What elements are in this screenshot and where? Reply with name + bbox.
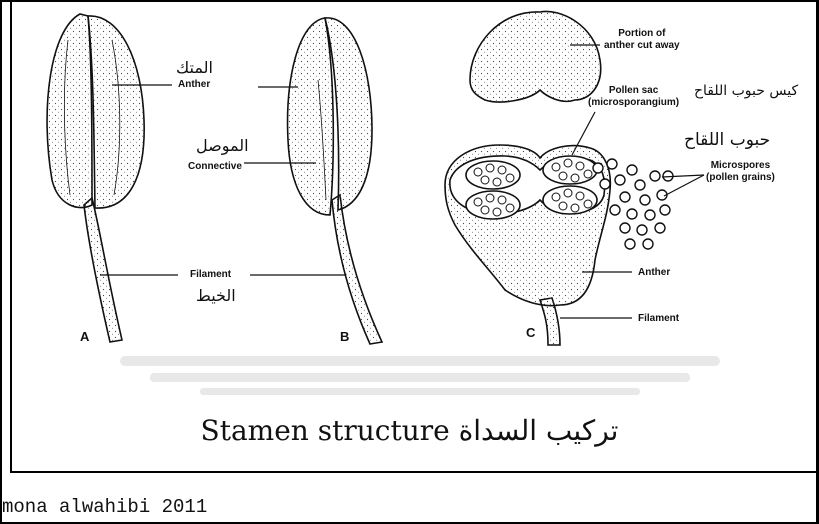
anther-label: Anther	[178, 80, 210, 90]
stamen-b-drawing	[288, 18, 382, 344]
figure-letter-b: B	[340, 330, 349, 343]
caption: Stamen structure تركيب السداة	[0, 414, 819, 447]
stamen-a-drawing	[47, 14, 144, 342]
pollen-sac-label: Pollen sac (microsporangium)	[588, 85, 679, 109]
anther-portion-drawing	[470, 11, 601, 102]
anther-label-c: Anther	[638, 268, 670, 278]
microspores-label: Microspores (pollen grains)	[706, 160, 775, 184]
connective-label-ar: الموصل	[196, 138, 249, 154]
figure-letter-c: C	[526, 326, 535, 339]
faded-legend-area	[120, 356, 720, 395]
anther-label-ar: المتك	[176, 60, 213, 76]
connective-label: Connective	[188, 162, 242, 172]
filament-label: Filament	[190, 270, 231, 280]
portion-cut-away-label: Portion of anther cut away	[604, 28, 680, 52]
pollen-grains-label-ar: حبوب اللقاح	[684, 132, 770, 149]
filament-label-ar: الخيط	[196, 288, 236, 304]
signature: mona alwahibi 2011	[2, 496, 207, 518]
pollen-sac-label-ar: كيس حبوب اللقاح	[694, 84, 798, 98]
filament-label-c: Filament	[638, 314, 679, 324]
figure-letter-a: A	[80, 330, 89, 343]
